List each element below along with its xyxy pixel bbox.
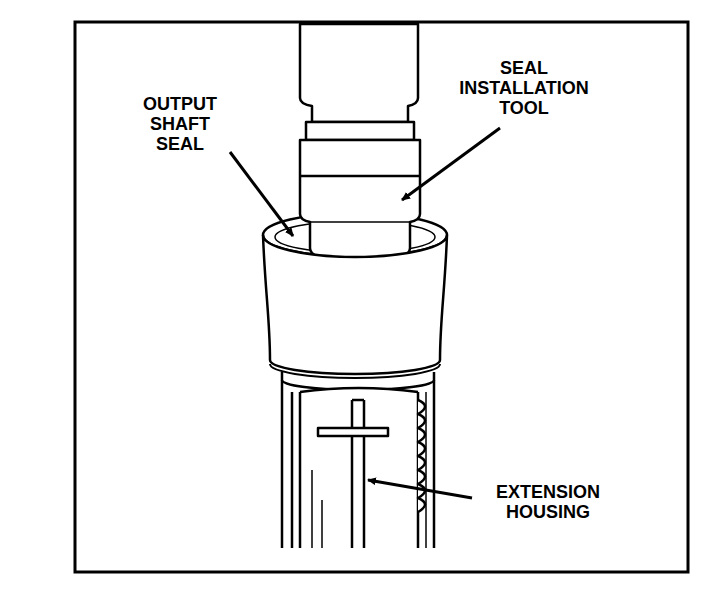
leader-line [230,152,293,236]
part-label: EXTENSION HOUSING [496,482,600,522]
extension-housing-drawing [282,372,434,548]
leader-line [368,480,472,498]
leader-line [402,128,500,200]
part-label: SEAL INSTALLATION TOOL [459,58,588,118]
seal-cup-drawing [263,235,447,374]
frame [75,22,688,572]
seal-installation-tool-drawing [300,24,420,262]
leader-lines [230,128,500,498]
part-label: OUTPUT SHAFT SEAL [143,94,217,154]
cup-rim [270,364,440,378]
